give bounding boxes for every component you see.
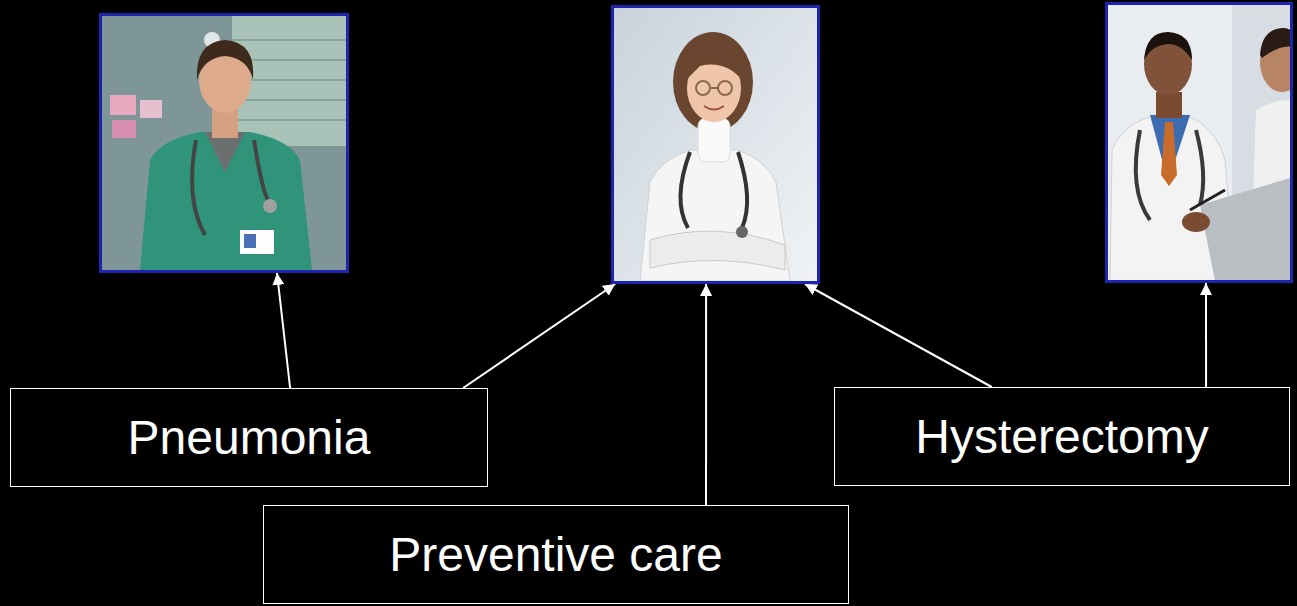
- doctor-photo-clipboard-part: [1161, 122, 1177, 186]
- doctor-photo-coat-part: [704, 106, 724, 110]
- doctor-photo-coat-part: [698, 118, 730, 162]
- condition-box: Pneumonia: [10, 388, 488, 487]
- doctor-photo-scrubs-part: [192, 140, 268, 235]
- doctor-photo-scrubs-part: [112, 120, 136, 138]
- doctor-photo-scrubs: [102, 16, 346, 270]
- doctor-photo-coat: [614, 8, 817, 281]
- doctor-photo: [1105, 2, 1293, 283]
- doctor-photo-scrubs-part: [263, 199, 277, 213]
- doctor-photo-coat-part: [673, 32, 753, 132]
- doctor-photo-clipboard-part: [1190, 190, 1225, 210]
- condition-box: Preventive care: [263, 505, 849, 604]
- doctor-photo: [611, 5, 820, 284]
- doctor-photo-scrubs-part: [140, 132, 312, 270]
- doctor-photo-coat-part: [718, 81, 732, 95]
- doctor-photo-coat-part: [686, 44, 742, 80]
- doctor-photo-coat-part: [736, 226, 748, 238]
- doctor-photo-clipboard-part: [1260, 28, 1290, 58]
- doctor-photo-coat-part: [650, 231, 785, 270]
- doctor-photo: [99, 13, 349, 273]
- arrow-connector: [805, 284, 992, 387]
- doctor-photo-clipboard-part: [1200, 178, 1290, 280]
- doctor-photo-coat-part: [696, 81, 710, 95]
- arrow-connector: [705, 284, 707, 505]
- doctor-photo-scrubs-part: [240, 230, 274, 254]
- condition-box: Hysterectomy: [834, 387, 1290, 486]
- doctor-photo-coat-part: [710, 87, 718, 89]
- arrow-connector: [1205, 283, 1207, 387]
- node-label: Hysterectomy: [915, 409, 1208, 464]
- doctor-photo-scrubs-part: [110, 95, 136, 115]
- doctor-photo-scrubs-part: [197, 40, 253, 80]
- doctor-photo-scrubs-part: [140, 100, 162, 118]
- arrow-connector: [277, 273, 290, 388]
- doctor-photo-clipboard: [1108, 5, 1290, 280]
- doctor-photo-clipboard-part: [1144, 32, 1192, 60]
- doctor-photo-coat-part: [614, 8, 817, 281]
- doctor-photo-coat-part: [640, 150, 790, 281]
- doctor-photo-clipboard-part: [1182, 212, 1210, 232]
- doctor-photo-coat-part: [680, 152, 747, 228]
- doctor-photo-clipboard-part: [1136, 130, 1203, 220]
- arrow-connector: [463, 284, 615, 388]
- node-label: Pneumonia: [128, 410, 371, 465]
- doctor-photo-scrubs-part: [102, 16, 346, 270]
- doctor-photo-scrubs-part: [244, 234, 256, 248]
- doctor-photo-clipboard-part: [1144, 33, 1192, 95]
- doctor-photo-clipboard-part: [1156, 92, 1182, 118]
- node-label: Preventive care: [389, 527, 723, 582]
